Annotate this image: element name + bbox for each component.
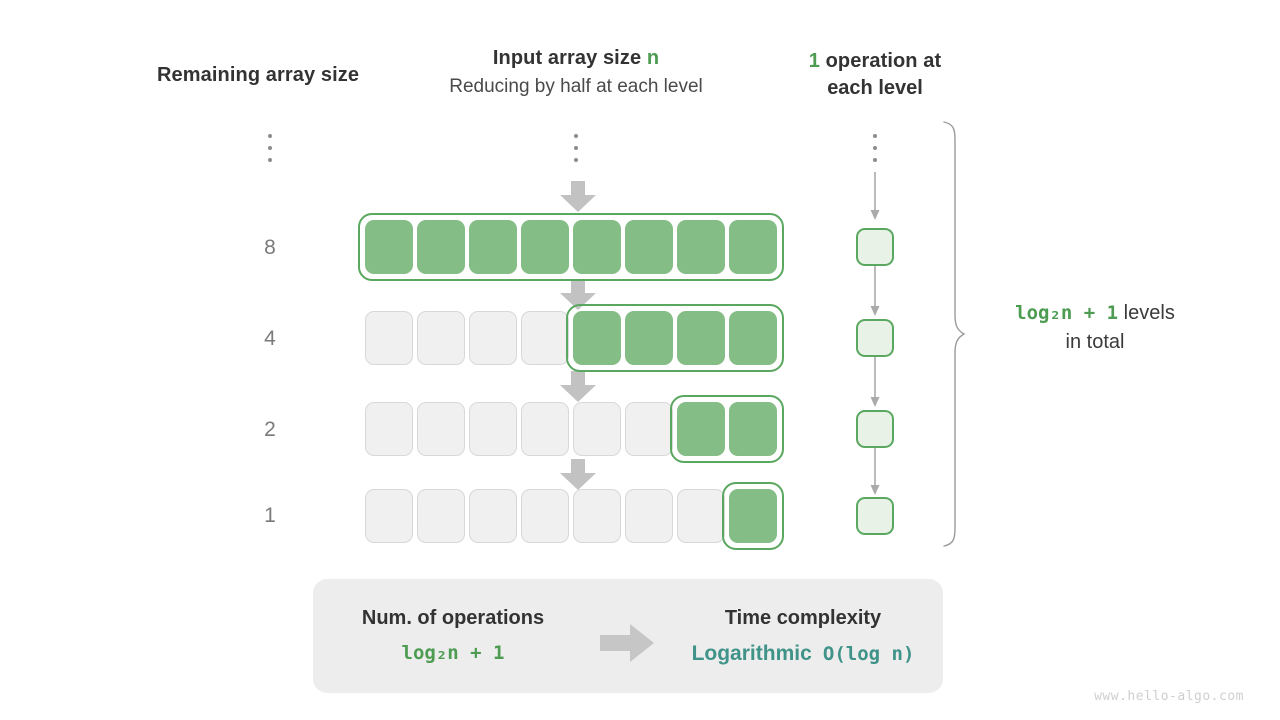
summary-left-title: Num. of operations — [361, 607, 545, 629]
reduce-arrow-2 — [558, 371, 598, 408]
summary-right-column: Time complexity Logarithmic O(log n) — [663, 579, 943, 693]
watermark: www.hello-algo.com — [1094, 689, 1244, 704]
size-label-row-0: 8 — [264, 236, 276, 259]
header-remaining-array-size: Remaining array size — [157, 64, 359, 87]
array-cell-filled — [625, 220, 673, 274]
header-left-title: Remaining array size — [157, 64, 360, 86]
summary-box: Num. of operations log₂n + 1 Time comple… — [313, 579, 943, 693]
array-cell-filled — [469, 220, 517, 274]
array-cell-filled — [729, 311, 777, 365]
dot — [268, 134, 272, 138]
array-row-0 — [358, 213, 785, 281]
levels-total-note: log₂n + 1 levels in total — [985, 300, 1205, 356]
summary-arrow-icon — [600, 623, 656, 668]
active-segment-outline — [722, 482, 784, 550]
array-cell-empty — [521, 489, 569, 543]
ellipsis-dots-right — [873, 134, 877, 162]
header-input-array-size: Input array size n Reducing by half at e… — [418, 47, 734, 98]
op-arrow-2-3 — [869, 448, 881, 502]
array-cell-filled — [573, 220, 621, 274]
op-box-level-0 — [856, 228, 894, 266]
header-right-line1: 1 operation at — [790, 50, 960, 73]
array-cell-empty — [469, 489, 517, 543]
dot — [574, 158, 578, 162]
header-center-title-text: Input array size — [492, 47, 647, 69]
array-cell-filled — [573, 311, 621, 365]
dot — [574, 134, 578, 138]
dot — [268, 158, 272, 162]
active-segment-outline — [358, 213, 784, 281]
array-row-2 — [365, 395, 785, 463]
active-segment-outline — [566, 304, 784, 372]
header-right-line2: each level — [827, 77, 923, 99]
array-cell-filled — [729, 489, 777, 543]
ellipsis-dots-center — [574, 134, 578, 162]
array-cell-empty — [365, 311, 413, 365]
reduce-arrow-0 — [558, 181, 598, 218]
array-cell-empty — [417, 402, 465, 456]
op-arrow-1-2 — [869, 357, 881, 414]
array-cell-filled — [625, 311, 673, 365]
reduce-arrow-1 — [558, 279, 598, 316]
array-cell-empty — [625, 402, 673, 456]
array-row-1 — [365, 304, 785, 372]
levels-note-line1: log₂n + 1 levels — [985, 300, 1205, 327]
summary-right-title: Time complexity — [724, 606, 882, 629]
summary-left-formula: log₂n + 1 — [401, 642, 505, 664]
array-cell-empty — [521, 311, 569, 365]
levels-note-line2: in total — [1065, 331, 1125, 353]
array-cell-filled — [729, 220, 777, 274]
levels-tail: levels — [1118, 302, 1175, 324]
size-label-row-1: 4 — [264, 327, 276, 350]
summary-right-value: Logarithmic O(log n) — [692, 642, 915, 666]
array-cell-empty — [469, 311, 517, 365]
summary-complexity-word: Logarithmic — [691, 641, 812, 665]
array-cell-empty — [365, 489, 413, 543]
array-cell-empty — [573, 489, 621, 543]
array-cell-filled — [677, 220, 725, 274]
op-arrow-enter-0 — [869, 172, 881, 227]
array-cell-empty — [573, 402, 621, 456]
dot — [873, 134, 877, 138]
array-cell-filled — [729, 402, 777, 456]
array-cell-empty — [469, 402, 517, 456]
array-cell-filled — [521, 220, 569, 274]
array-cell-empty — [521, 402, 569, 456]
header-center-subtitle: Reducing by half at each level — [449, 76, 703, 97]
array-cell-filled — [417, 220, 465, 274]
header-operations-per-level: 1 operation at each level — [790, 50, 960, 100]
summary-big-o: O(log n) — [822, 642, 915, 665]
active-segment-outline — [670, 395, 784, 463]
op-arrow-0-1 — [869, 266, 881, 323]
summary-left-value: log₂n + 1 — [402, 642, 505, 665]
op-box-level-1 — [856, 319, 894, 357]
op-box-level-2 — [856, 410, 894, 448]
array-cell-empty — [417, 311, 465, 365]
array-cell-filled — [677, 311, 725, 365]
header-right-line1-rest: operation at — [819, 50, 942, 72]
array-cell-empty — [677, 489, 725, 543]
dot — [873, 146, 877, 150]
header-center-title: Input array size n — [418, 47, 734, 70]
op-box-level-3 — [856, 497, 894, 535]
size-label-row-2: 2 — [264, 418, 276, 441]
array-row-3 — [365, 482, 785, 550]
ellipsis-dots-left — [268, 134, 272, 162]
dot — [873, 158, 877, 162]
dot — [268, 146, 272, 150]
dot — [574, 146, 578, 150]
reduce-arrow-3 — [558, 459, 598, 496]
array-cell-filled — [677, 402, 725, 456]
array-cell-filled — [365, 220, 413, 274]
summary-left-column: Num. of operations log₂n + 1 — [313, 579, 593, 693]
levels-brace — [930, 120, 966, 553]
header-center-symbol-n: n — [646, 47, 660, 69]
array-cell-empty — [625, 489, 673, 543]
array-cell-empty — [417, 489, 465, 543]
header-right-count: 1 — [808, 50, 820, 72]
levels-formula: log₂n + 1 — [1015, 302, 1119, 324]
size-label-row-3: 1 — [264, 504, 276, 527]
array-cell-empty — [365, 402, 413, 456]
